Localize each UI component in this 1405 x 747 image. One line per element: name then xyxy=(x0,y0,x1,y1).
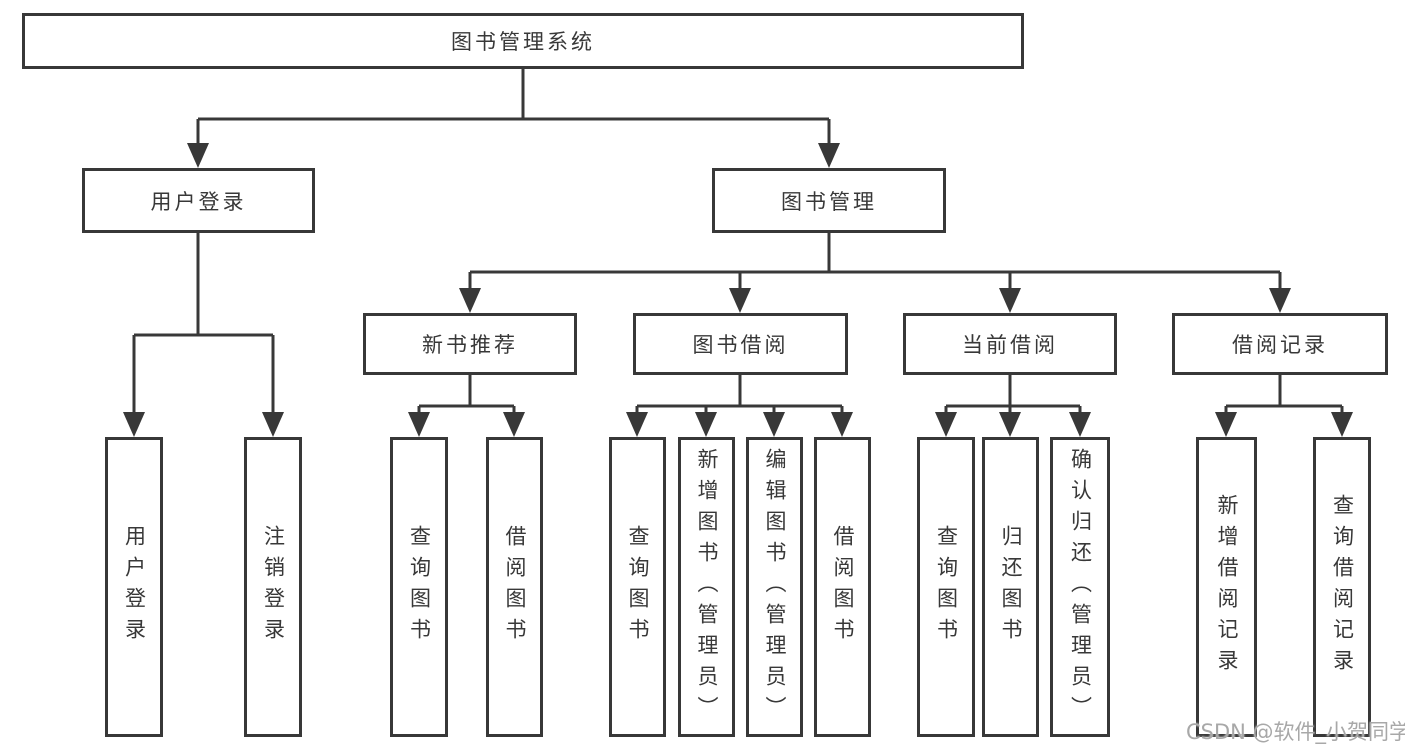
csdn-watermark: CSDN @软件_小贺同学 xyxy=(1186,720,1405,744)
leaf-user-login: 用户登录 xyxy=(105,437,163,737)
node-user-login-label: 用户登录 xyxy=(150,189,247,214)
leaf-records-add-record: 新增借阅记录 xyxy=(1196,437,1257,737)
leaf-borrow-add-book-admin-label: 新增图书（管理员） xyxy=(695,447,719,727)
node-borrow-records: 借阅记录 xyxy=(1172,313,1388,375)
leaf-current-query-book: 查询图书 xyxy=(917,437,975,737)
node-borrow-records-label: 借阅记录 xyxy=(1232,333,1328,357)
leaf-borrow-add-book-admin: 新增图书（管理员） xyxy=(678,437,735,737)
leaf-current-query-book-label: 查询图书 xyxy=(934,525,959,649)
leaf-records-query-record: 查询借阅记录 xyxy=(1313,437,1371,737)
leaf-current-return-book: 归还图书 xyxy=(982,437,1039,737)
node-user-login: 用户登录 xyxy=(82,168,315,233)
node-current-borrow: 当前借阅 xyxy=(903,313,1117,375)
leaf-current-confirm-return-admin-label: 确认归还（管理员） xyxy=(1068,447,1093,727)
node-library-system-label: 图书管理系统 xyxy=(451,30,595,54)
leaf-borrow-query-book: 查询图书 xyxy=(609,437,666,737)
node-library-system: 图书管理系统 xyxy=(22,13,1024,69)
leaf-logout-label: 注销登录 xyxy=(261,525,286,649)
node-new-book-recommend: 新书推荐 xyxy=(363,313,577,375)
leaf-borrow-edit-book-admin-label: 编辑图书（管理员） xyxy=(763,447,787,727)
leaf-newbooks-query-book-label: 查询图书 xyxy=(407,525,432,649)
node-current-borrow-label: 当前借阅 xyxy=(962,333,1058,357)
leaf-borrow-query-book-label: 查询图书 xyxy=(626,525,650,649)
leaf-current-confirm-return-admin: 确认归还（管理员） xyxy=(1050,437,1110,737)
arrowhead-icons xyxy=(123,143,1353,437)
leaf-newbooks-borrow-book-label: 借阅图书 xyxy=(503,525,527,649)
leaf-logout: 注销登录 xyxy=(244,437,302,737)
node-book-management: 图书管理 xyxy=(712,168,946,233)
leaf-current-return-book-label: 归还图书 xyxy=(999,525,1023,649)
node-new-book-recommend-label: 新书推荐 xyxy=(422,333,518,357)
node-book-borrow-label: 图书借阅 xyxy=(692,333,789,357)
node-book-borrow: 图书借阅 xyxy=(633,313,848,375)
leaf-records-query-record-label: 查询借阅记录 xyxy=(1330,494,1355,680)
leaf-newbooks-borrow-book: 借阅图书 xyxy=(486,437,543,737)
leaf-user-login-label: 用户登录 xyxy=(122,525,147,649)
leaf-borrow-borrow-book-label: 借阅图书 xyxy=(831,525,855,649)
leaf-records-add-record-label: 新增借阅记录 xyxy=(1215,494,1239,680)
leaf-borrow-borrow-book: 借阅图书 xyxy=(814,437,871,737)
leaf-borrow-edit-book-admin: 编辑图书（管理员） xyxy=(746,437,803,737)
node-book-management-label: 图书管理 xyxy=(781,189,877,214)
leaf-newbooks-query-book: 查询图书 xyxy=(390,437,448,737)
